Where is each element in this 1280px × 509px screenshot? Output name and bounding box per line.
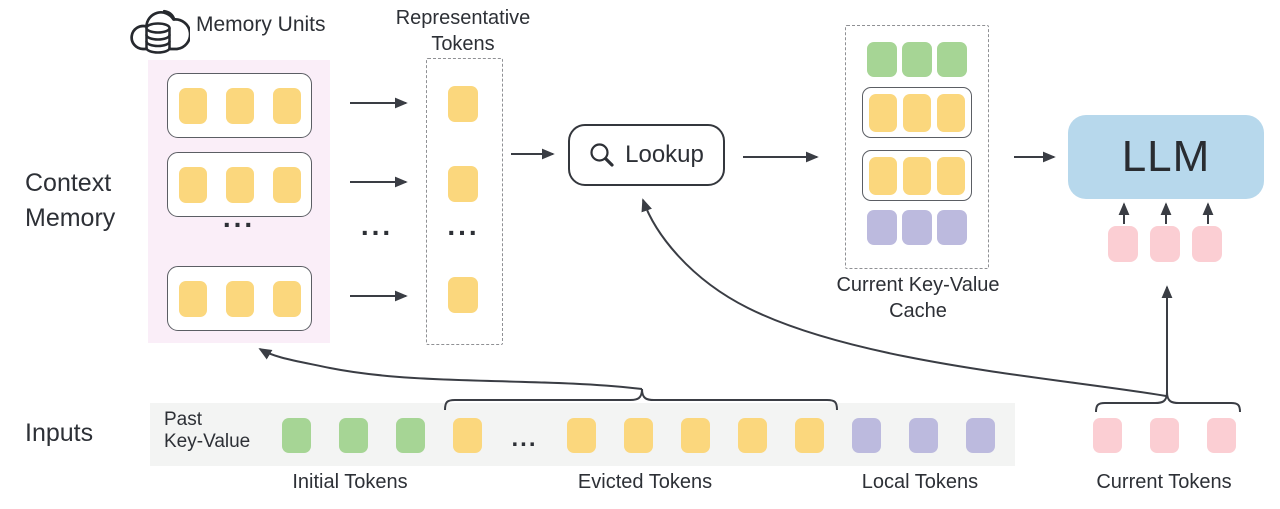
evicted-ellipsis: ...: [511, 424, 538, 452]
token: [903, 156, 931, 195]
token: [1150, 418, 1179, 453]
representative-token: [448, 86, 478, 122]
token: [909, 418, 938, 453]
token: [282, 418, 311, 453]
token: [795, 418, 824, 453]
token: [937, 42, 967, 77]
memory-unit-box: [167, 152, 312, 217]
current-tokens: [1093, 418, 1236, 453]
token: [738, 418, 767, 453]
token: [937, 93, 965, 132]
token: [937, 210, 967, 245]
memory-unit-box: [167, 266, 312, 331]
token: [1093, 418, 1122, 453]
arrows-ellipsis: ...: [360, 210, 394, 241]
token: [448, 86, 478, 122]
token: [448, 277, 478, 313]
token: [225, 87, 254, 124]
token: [1192, 226, 1222, 262]
token: [681, 418, 710, 453]
lookup-button: Lookup: [568, 124, 725, 186]
token: [937, 156, 965, 195]
cache-initial-tokens: [846, 42, 988, 77]
inputs-label: Inputs: [25, 419, 94, 447]
representative-ellipsis: ...: [447, 210, 480, 241]
token: [1207, 418, 1236, 453]
representative-tokens-label: Representative Tokens: [395, 7, 531, 55]
initial-tokens-label: Initial Tokens: [292, 471, 408, 493]
evicted-tokens-label: Evicted Tokens: [577, 471, 713, 493]
context-memory-panel: ...: [148, 60, 330, 343]
llm-label: LLM: [1121, 132, 1211, 181]
initial-tokens: [282, 418, 425, 453]
token: [869, 156, 897, 195]
token: [1108, 226, 1138, 262]
llm-input-tokens: [1108, 226, 1222, 262]
token: [339, 418, 368, 453]
memory-unit-tokens: [178, 87, 301, 124]
evicted-tokens: [567, 418, 824, 453]
token: [448, 166, 478, 202]
token: [225, 280, 254, 317]
representative-token: [448, 166, 478, 202]
token: [272, 280, 301, 317]
past-kv-token-row: ...: [282, 418, 995, 453]
llm-box: LLM: [1068, 115, 1264, 199]
cache-local-tokens: [846, 210, 988, 245]
local-tokens: [852, 418, 995, 453]
cache-unit-tokens: [869, 156, 965, 195]
token: [867, 210, 897, 245]
token: [178, 280, 207, 317]
memory-unit-tokens: [178, 280, 301, 317]
cache-memory-unit-box: [862, 150, 972, 201]
token: [396, 418, 425, 453]
token: [272, 166, 301, 203]
evicted-token: [453, 418, 482, 453]
token: [225, 166, 254, 203]
memory-unit-box: [167, 73, 312, 138]
token: [178, 87, 207, 124]
cloud-database-icon: [130, 9, 190, 54]
token: [272, 87, 301, 124]
memory-units-label: Memory Units: [196, 13, 326, 36]
lookup-label: Lookup: [625, 141, 704, 168]
token: [453, 418, 482, 453]
cache-memory-unit-box: [862, 87, 972, 138]
past-key-value-label: Past Key-Value: [164, 409, 251, 452]
search-icon: [590, 142, 614, 167]
token: [902, 42, 932, 77]
representative-tokens-box: [426, 58, 503, 345]
token: [1150, 226, 1180, 262]
token: [966, 418, 995, 453]
memory-unit-tokens: [178, 166, 301, 203]
token: [567, 418, 596, 453]
current-tokens-label: Current Tokens: [1096, 471, 1232, 493]
memory-units-ellipsis: ...: [222, 202, 256, 233]
token: [902, 210, 932, 245]
context-memory-label: Context Memory: [25, 169, 116, 232]
local-tokens-label: Local Tokens: [861, 471, 979, 493]
current-kv-cache-box: [845, 25, 989, 269]
token: [624, 418, 653, 453]
token: [869, 93, 897, 132]
token: [903, 93, 931, 132]
cache-unit-tokens: [869, 93, 965, 132]
representative-token: [448, 277, 478, 313]
token: [867, 42, 897, 77]
current-kv-cache-label: Current Key-Value Cache: [836, 274, 1000, 322]
token: [852, 418, 881, 453]
token: [178, 166, 207, 203]
